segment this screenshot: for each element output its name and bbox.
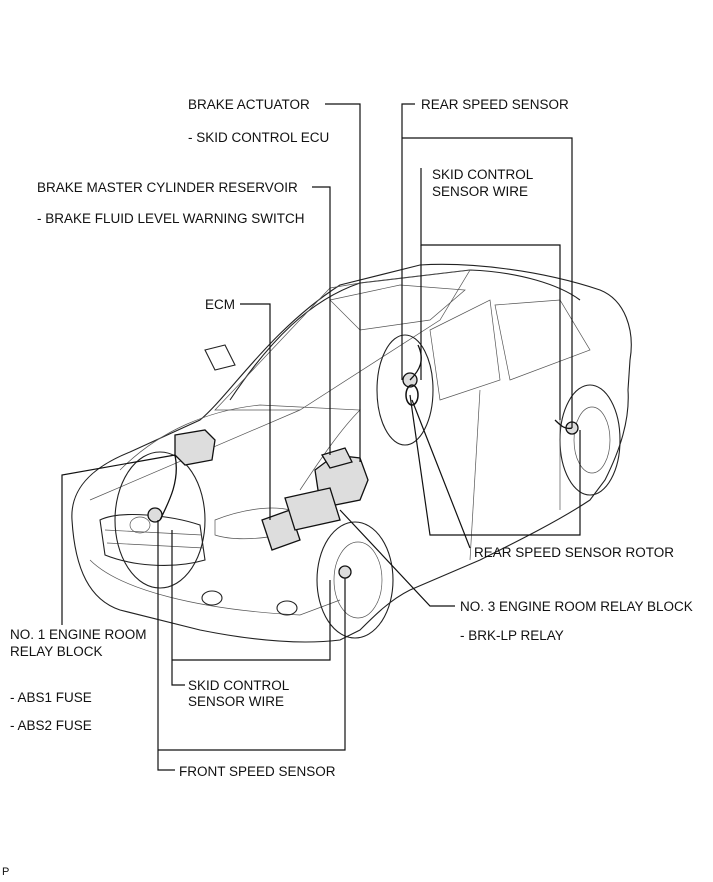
leader-rear-speed-sensor — [401, 103, 415, 380]
front-right-wheel — [316, 521, 394, 639]
fog-lamp-right — [276, 600, 298, 616]
fog-lamp-left — [201, 590, 223, 606]
leader-rear-sensor-wire — [420, 168, 561, 420]
label-skid-control-sensor-wire-rear-line1: SKID CONTROL — [432, 167, 534, 182]
label-skid-control-sensor-wire-front-line2: SENSOR WIRE — [188, 694, 285, 709]
leader-front-sensor-wire — [171, 530, 185, 686]
leader-front-sensor-wire-right — [172, 580, 331, 661]
front-grille — [99, 514, 206, 566]
leader-rear-speed-sensor-right — [402, 137, 573, 428]
ecm-shape — [261, 509, 301, 551]
rear-right-sensor-wire — [554, 419, 573, 430]
front-left-wheel — [114, 451, 206, 589]
label-brake-actuator: BRAKE ACTUATOR — [188, 97, 310, 112]
label-skid-control-ecu: - SKID CONTROL ECU — [188, 130, 330, 145]
leader-rear-rotor-2 — [411, 399, 471, 549]
car-body-outline — [71, 263, 632, 643]
door-line-1 — [469, 389, 481, 561]
front-emblem — [129, 516, 151, 534]
no3-relay-block-shape — [284, 487, 341, 531]
label-no1-engine-room-line2: RELAY BLOCK — [10, 644, 103, 659]
corner-mark: P — [2, 866, 10, 878]
label-skid-control-sensor-wire-front-line1: SKID CONTROL — [188, 678, 290, 693]
side-mirror — [204, 344, 236, 371]
label-brake-master-cylinder-reservoir: BRAKE MASTER CYLINDER RESERVOIR — [37, 180, 298, 195]
sunroof — [329, 284, 466, 331]
leader-brake-actuator — [325, 103, 361, 462]
leader-no3-relay — [339, 509, 455, 607]
leader-rear-rotor — [409, 394, 581, 536]
grille-bar-2 — [106, 542, 205, 549]
label-no3-engine-room-relay-block: NO. 3 ENGINE ROOM RELAY BLOCK — [460, 599, 693, 614]
label-brake-fluid-level-warning-switch: - BRAKE FLUID LEVEL WARNING SWITCH — [37, 211, 305, 226]
label-brk-lp-relay: - BRK-LP RELAY — [460, 628, 564, 643]
label-abs2-fuse: - ABS2 FUSE — [10, 718, 92, 733]
rear-right-rotor — [573, 406, 611, 474]
label-skid-control-sensor-wire-rear-line2: SENSOR WIRE — [432, 184, 529, 199]
label-rear-speed-sensor-rotor: REAR SPEED SENSOR ROTOR — [474, 545, 675, 560]
leader-master-cylinder — [312, 186, 331, 455]
leader-no1-relay — [61, 454, 176, 625]
front-bumper — [89, 559, 341, 616]
leader-front-speed-sensor-right — [158, 578, 346, 751]
rear-sensor-wire — [409, 344, 422, 381]
hood — [119, 404, 361, 491]
label-ecm: ECM — [205, 297, 235, 312]
label-no1-engine-room-line1: NO. 1 ENGINE ROOM — [10, 627, 147, 642]
front-sensor-wire — [159, 454, 177, 521]
grille-bar-1 — [104, 529, 203, 536]
label-front-speed-sensor: FRONT SPEED SENSOR — [179, 764, 336, 779]
leader-front-speed-sensor — [157, 520, 175, 771]
rear-left-wheel — [376, 334, 434, 446]
side-window-rear — [494, 299, 591, 381]
label-rear-speed-sensor: REAR SPEED SENSOR — [421, 97, 569, 112]
side-window-front — [429, 299, 501, 401]
leader-ecm — [240, 303, 271, 520]
label-abs1-fuse: - ABS1 FUSE — [10, 690, 92, 705]
front-right-rotor — [333, 541, 383, 619]
